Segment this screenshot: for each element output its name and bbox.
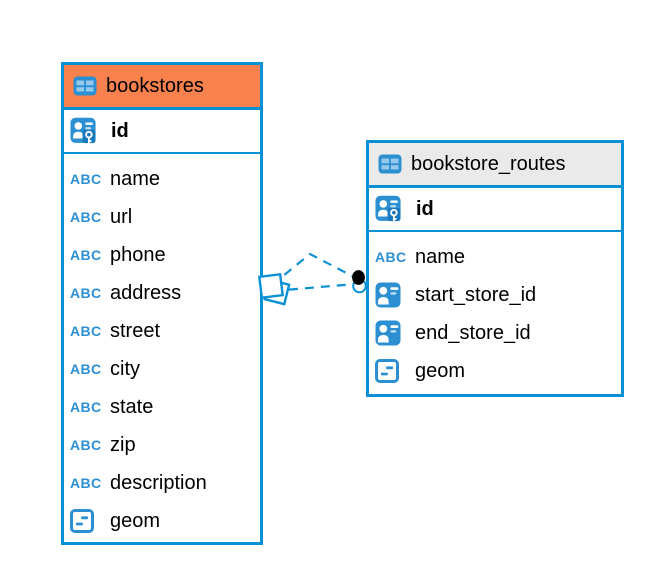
text-type-icon: ABC bbox=[70, 399, 102, 415]
text-type-icon: ABC bbox=[70, 475, 102, 491]
geometry-type-icon bbox=[70, 509, 104, 533]
table-bookstore-routes[interactable]: bookstore_routes id ABC name start_store… bbox=[366, 140, 624, 397]
table-icon bbox=[73, 76, 97, 96]
text-type-icon: ABC bbox=[375, 249, 407, 265]
column-label: zip bbox=[110, 434, 136, 456]
column-label: description bbox=[110, 472, 207, 494]
column-row-geom[interactable]: geom bbox=[64, 502, 260, 540]
primary-key-icon bbox=[375, 195, 409, 224]
relationship-line-2[interactable] bbox=[272, 282, 357, 293]
column-row-end-store-id[interactable]: end_store_id bbox=[369, 314, 621, 352]
text-type-icon: ABC bbox=[70, 323, 102, 339]
column-label: start_store_id bbox=[415, 284, 537, 306]
column-label: url bbox=[110, 206, 133, 228]
text-type-icon: ABC bbox=[70, 247, 102, 263]
column-row-zip[interactable]: ABC zip bbox=[64, 426, 260, 464]
table-bookstores-header[interactable]: bookstores bbox=[64, 65, 260, 110]
table-bookstores[interactable]: bookstores id ABC name ABC url ABC phone… bbox=[61, 62, 263, 545]
column-row-id[interactable]: id bbox=[369, 188, 621, 232]
column-row-city[interactable]: ABC city bbox=[64, 350, 260, 388]
column-label: phone bbox=[110, 244, 166, 266]
text-type-icon: ABC bbox=[70, 361, 102, 377]
column-label: name bbox=[415, 246, 466, 268]
column-row-street[interactable]: ABC street bbox=[64, 312, 260, 350]
column-row-name[interactable]: ABC name bbox=[64, 160, 260, 198]
column-row-description[interactable]: ABC description bbox=[64, 464, 260, 502]
column-row-name[interactable]: ABC name bbox=[369, 238, 621, 276]
column-label: city bbox=[110, 358, 140, 380]
table-title: bookstores bbox=[106, 75, 204, 97]
table-icon bbox=[378, 154, 402, 174]
text-type-icon: ABC bbox=[70, 209, 102, 225]
column-label: end_store_id bbox=[415, 322, 531, 344]
column-label: street bbox=[110, 320, 161, 342]
table-bookstore-routes-header[interactable]: bookstore_routes bbox=[369, 143, 621, 188]
foreign-key-icon bbox=[375, 320, 409, 346]
primary-key-icon bbox=[70, 117, 104, 146]
text-type-icon: ABC bbox=[70, 285, 102, 301]
target-cardinality-marker[interactable] bbox=[352, 270, 367, 294]
column-label: geom bbox=[110, 510, 161, 532]
column-label: id bbox=[416, 198, 434, 220]
column-list: ABC name start_store_id end_store_id ge bbox=[369, 232, 621, 390]
column-row-address[interactable]: ABC address bbox=[64, 274, 260, 312]
column-label: state bbox=[110, 396, 154, 418]
text-type-icon: ABC bbox=[70, 171, 102, 187]
table-title: bookstore_routes bbox=[411, 153, 566, 175]
column-row-start-store-id[interactable]: start_store_id bbox=[369, 276, 621, 314]
geometry-type-icon bbox=[375, 359, 409, 383]
column-row-geom[interactable]: geom bbox=[369, 352, 621, 390]
column-row-url[interactable]: ABC url bbox=[64, 198, 260, 236]
column-label: address bbox=[110, 282, 182, 304]
text-type-icon: ABC bbox=[70, 437, 102, 453]
column-row-phone[interactable]: ABC phone bbox=[64, 236, 260, 274]
source-cardinality-marker[interactable] bbox=[257, 272, 291, 306]
column-label: geom bbox=[415, 360, 466, 382]
column-row-state[interactable]: ABC state bbox=[64, 388, 260, 426]
column-label: id bbox=[111, 120, 129, 142]
column-list: ABC name ABC url ABC phone ABC address A… bbox=[64, 154, 260, 540]
foreign-key-icon bbox=[375, 282, 409, 308]
relationship-line-1[interactable] bbox=[271, 252, 357, 286]
column-label: name bbox=[110, 168, 161, 190]
column-row-id[interactable]: id bbox=[64, 110, 260, 154]
